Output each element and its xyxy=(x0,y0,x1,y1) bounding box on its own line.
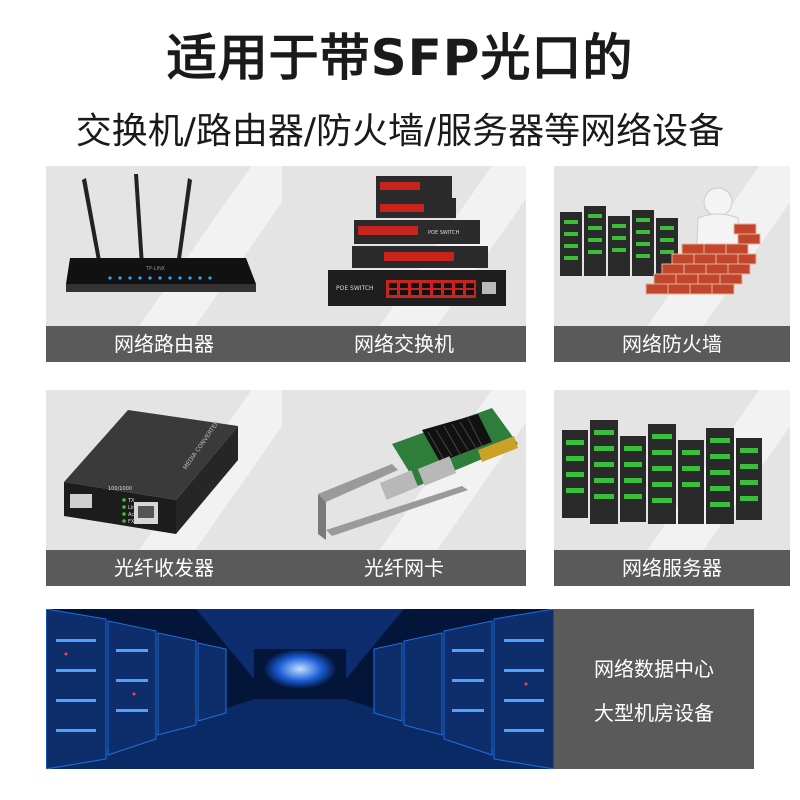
card-network-card: 光纤网卡 xyxy=(282,390,526,586)
card-server: 网络服务器 xyxy=(554,390,790,586)
svg-text:Link: Link xyxy=(128,505,138,511)
card-label-firewall: 网络防火墙 xyxy=(554,326,790,362)
svg-text:Act: Act xyxy=(128,512,136,518)
converter-speed-text: 100/1000 xyxy=(108,486,132,492)
svg-text:FX: FX xyxy=(128,519,135,525)
firewall-icon xyxy=(560,187,761,295)
card-label-switch: 网络交换机 xyxy=(282,326,526,362)
media-converter-icon: 100/1000 TX Link Act FX FBK PWR MEDIA CO… xyxy=(64,410,238,534)
page-title: 适用于带SFP光口的 xyxy=(166,29,634,87)
datacenter-caption-line2: 大型机房设备 xyxy=(594,701,714,725)
datacenter-caption: 网络数据中心 大型机房设备 xyxy=(554,609,754,769)
card-media-converter: 100/1000 TX Link Act FX FBK PWR MEDIA CO… xyxy=(46,390,282,586)
datacenter-caption-line1: 网络数据中心 xyxy=(594,657,714,681)
svg-text:FBK PWR: FBK PWR xyxy=(108,526,126,531)
svg-text:TX: TX xyxy=(127,498,135,504)
switch-icon: POE SWITCH POE SWITCH xyxy=(328,176,506,306)
page-subtitle: 交换机/路由器/防火墙/服务器等网络设备 xyxy=(75,111,725,152)
card-firewall: 网络防火墙 xyxy=(554,166,790,362)
card-label-server: 网络服务器 xyxy=(554,550,790,586)
datacenter-banner-image xyxy=(46,609,554,769)
datacenter-icon xyxy=(46,609,554,769)
card-switch: POE SWITCH POE SWITCH 网络交换机 xyxy=(282,166,526,362)
card-router: TP-LINK 网络路由器 xyxy=(46,166,282,362)
card-label-media-converter: 光纤收发器 xyxy=(46,550,282,586)
router-brand-text: TP-LINK xyxy=(145,266,166,272)
network-card-icon xyxy=(318,408,518,540)
switch-label-text: POE SWITCH xyxy=(336,285,374,292)
card-label-network-card: 光纤网卡 xyxy=(282,550,526,586)
server-icon xyxy=(562,420,762,524)
router-icon: TP-LINK xyxy=(66,174,256,292)
card-label-router: 网络路由器 xyxy=(46,326,282,362)
svg-text:POE SWITCH: POE SWITCH xyxy=(428,230,460,236)
